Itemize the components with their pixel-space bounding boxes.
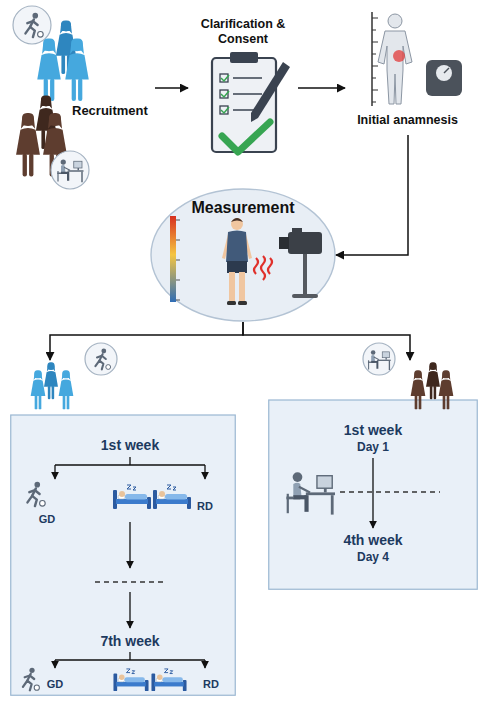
thermal-camera: [279, 228, 322, 298]
anamnesis-step: Initial anamnesis: [345, 5, 470, 135]
measurement-ellipse: Measurement: [150, 188, 336, 322]
active-women-group: [31, 362, 74, 409]
sedentary-women-group: [16, 95, 67, 176]
desk-icon: [363, 343, 395, 375]
ellipse-outline: [151, 189, 335, 321]
ellipsis-dashes: [95, 581, 165, 583]
bed-icon: [153, 485, 191, 509]
flow-connector: [50, 322, 243, 360]
recruitment-group: Recruitment: [5, 0, 155, 195]
desk-work-icon: [286, 472, 335, 514]
node-label: 1st week: [323, 422, 423, 439]
panel-outline: [11, 415, 236, 695]
node-label: Measurement: [150, 198, 336, 217]
ellipsis-dashes: [340, 491, 440, 493]
node-label: 4th week: [323, 532, 423, 549]
node-label: RD: [190, 500, 220, 513]
flow-connector: [298, 87, 345, 89]
running-icon: [85, 343, 117, 375]
node-label: RD: [196, 678, 226, 691]
training-group-panel: 1st weekGDRD7th weekGDRD: [10, 360, 236, 696]
week-bracket: [55, 457, 205, 479]
panel-outline: [269, 400, 478, 589]
thermometer-scale: [170, 216, 180, 302]
flow-arrow: [129, 522, 130, 568]
node-label: Day 1: [323, 440, 423, 454]
node-label: Day 4: [323, 550, 423, 564]
node-label: 7th week: [60, 633, 200, 650]
bed-icon: [113, 669, 148, 691]
heat-waves: [254, 256, 272, 280]
node-label: Clarification & Consent: [188, 17, 298, 47]
bed-icon: [113, 485, 151, 509]
node-label: Recruitment: [72, 103, 154, 119]
week-bracket: [55, 652, 205, 668]
consent-clipboard: [212, 52, 290, 152]
training-icon: [27, 482, 45, 506]
active-women-group: [37, 20, 88, 101]
running-icon: [13, 6, 51, 44]
person-figure: [222, 218, 252, 305]
flow-connector: [336, 135, 408, 255]
desk-icon: [51, 151, 89, 189]
flow-arrow: [372, 458, 373, 528]
consent-step: Clarification & Consent: [188, 15, 298, 160]
node-label: GD: [40, 678, 70, 691]
bed-icon: [151, 669, 186, 691]
flow-arrow: [129, 592, 130, 628]
weighing-scale: [426, 60, 462, 96]
flow-connector: [155, 87, 188, 89]
body-figure: [372, 12, 412, 106]
node-label: Initial anamnesis: [345, 113, 470, 128]
desk-group-panel: 1st weekDay 1 4th weekDay 4: [268, 360, 478, 590]
node-label: GD: [32, 513, 62, 526]
node-label: 1st week: [60, 437, 200, 454]
sedentary-women-group: [411, 362, 454, 409]
training-icon: [23, 668, 39, 691]
flow-connector: [243, 322, 410, 360]
